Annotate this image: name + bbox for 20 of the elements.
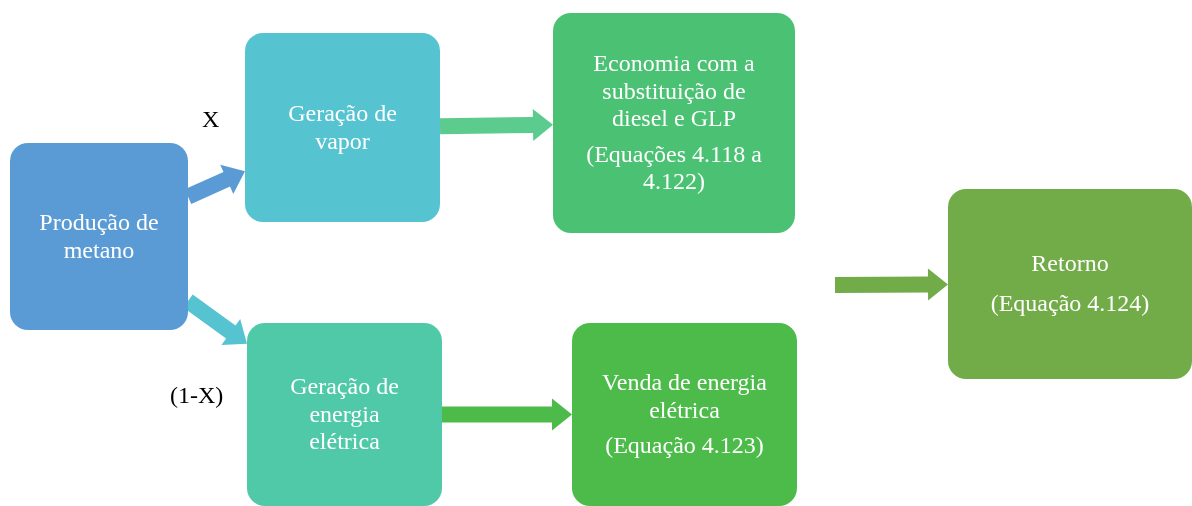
edge-label: X [202,105,220,134]
box-text: (Equação 4.123) [605,432,764,460]
box-text: Produção de metano [38,208,160,265]
process-box [245,33,440,222]
process-box [948,189,1192,379]
process-box [572,323,797,506]
box-text: Geração de vapor [287,99,398,156]
block-arrow [439,108,553,141]
edge-label: (1-X) [170,381,224,410]
box-text: Economia com a substituição de diesel e GLP [592,50,756,133]
box-text: (Equação 4.124) [990,290,1150,318]
box-text: Venda de energia elétrica [601,369,768,425]
process-box [247,323,442,506]
box-text: Geração de energia elétrica [289,373,400,456]
process-box [10,143,188,330]
box-text: Retorno [1031,250,1109,278]
process-box [553,13,795,233]
block-arrow [442,398,572,431]
block-arrow [834,268,948,301]
box-text: (Equações 4.118 a 4.122) [585,140,763,196]
